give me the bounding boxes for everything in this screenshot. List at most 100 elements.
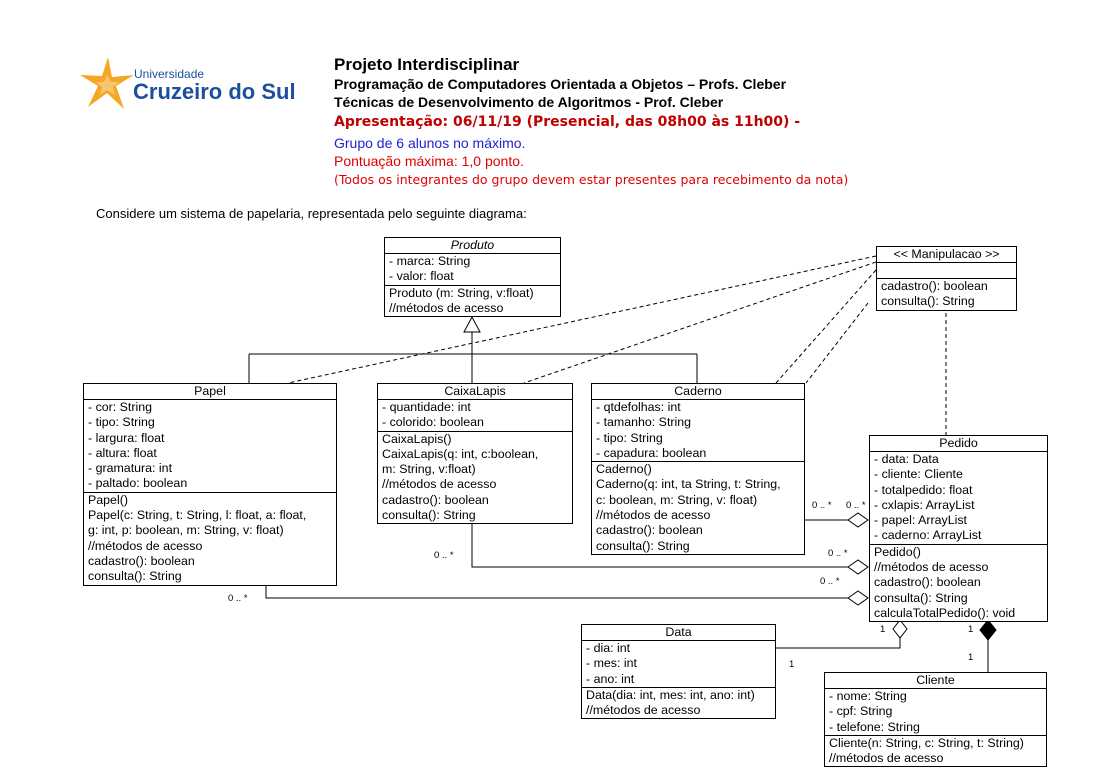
mult-caderno-right: 0 .. * [846,500,866,511]
methods: Caderno() Caderno(q: int, ta String, t: … [592,461,804,554]
attribute: - quantidade: int [382,400,471,414]
attributes [877,263,1016,278]
methods: Cliente(n: String, c: String, t: String)… [825,734,1046,767]
aggregation-diamond-data [892,619,908,639]
method: Caderno(q: int, ta String, t: String, [596,477,781,492]
method: //métodos de acesso [829,751,944,766]
mult-papel-right: 0 .. * [820,576,840,587]
aggregation-diamond-caderno [847,512,869,528]
attribute: - cor: String [88,400,153,414]
method: cadastro(): boolean [382,492,489,507]
mult-caixa-right: 0 .. * [828,548,848,559]
class-name: CaixaLapis [378,384,572,400]
method: consulta(): String [881,294,975,309]
method: m: String, v:float) [382,462,476,477]
attribute: - cliente: Cliente [874,467,963,482]
method: Pedido() [874,544,921,559]
attribute: - altura: float [88,445,157,460]
mult-data-side: 1 [789,659,795,670]
note-line: (Todos os integrantes do grupo devem est… [334,172,849,187]
inheritance-arrow [463,315,481,333]
class-caixalapis: CaixaLapis - quantidade: int - colorido:… [377,383,573,525]
method: CaixaLapis(q: int, c:boolean, [382,446,539,461]
logo-line1: Universidade [134,67,205,81]
method: //métodos de acesso [586,703,701,718]
composition-diamond-cliente [979,619,997,641]
class-produto: Produto - marca: String - valor: float P… [384,237,561,318]
method: //métodos de acesso [389,300,504,315]
aggregation-diamond-caixalapis [847,559,869,575]
attribute: - caderno: ArrayList [874,528,982,543]
attribute: - cpf: String [829,704,893,719]
methods: Produto (m: String, v:float) //métodos d… [385,284,560,317]
class-data: Data - dia: int - mes: int - ano: int Da… [581,624,776,720]
mult-caixa-left: 0 .. * [434,550,454,561]
presentation-line: Apresentação: 06/11/19 (Presencial, das … [334,114,801,130]
interface-manipulacao: << Manipulacao >> cadastro(): boolean co… [876,246,1017,311]
method: Papel() [88,492,128,507]
method: Data(dia: int, mes: int, ano: int) [586,687,755,702]
methods: cadastro(): boolean consulta(): String [877,278,1016,310]
method: consulta(): String [874,590,968,605]
attribute: - mes: int [586,656,637,671]
attribute: - totalpedido: float [874,482,973,497]
method: c: boolean, m: String, v: float) [596,492,758,507]
score-line: Pontuação máxima: 1,0 ponto. [334,153,524,169]
attributes: - qtdefolhas: int - tamanho: String - ti… [592,400,804,461]
class-name: Pedido [870,436,1047,452]
attribute: - nome: String [829,689,907,703]
mult-cliente-pedido: 1 [968,624,974,635]
attribute: - cxlapis: ArrayList [874,497,975,512]
university-logo: Universidade Cruzeiro do Sul [78,55,308,111]
attribute: - qtdefolhas: int [596,400,681,414]
mult-data-pedido: 1 [880,624,886,635]
method: Cliente(n: String, c: String, t: String) [829,735,1024,750]
method: Caderno() [596,462,652,477]
attributes: - data: Data - cliente: Cliente - totalp… [870,452,1047,544]
method: //métodos de acesso [874,560,989,575]
attribute: - largura: float [88,430,165,445]
attributes: - quantidade: int - colorido: boolean [378,400,572,431]
class-papel: Papel - cor: String - tipo: String - lar… [83,383,337,586]
attributes: - nome: String - cpf: String - telefone:… [825,689,1046,735]
methods: Pedido() //métodos de acesso cadastro():… [870,543,1047,621]
method: calculaTotalPedido(): void [874,605,1016,620]
method: cadastro(): boolean [596,523,703,538]
method: //métodos de acesso [596,508,711,523]
class-name: Data [582,625,775,641]
logo-line2: Cruzeiro do Sul [133,79,296,104]
method: cadastro(): boolean [874,575,981,590]
attribute: - data: Data [874,452,939,466]
intro-text: Considere um sistema de papelaria, repre… [96,206,527,221]
mult-cliente-side: 1 [968,652,974,663]
methods: Data(dia: int, mes: int, ano: int) //mét… [582,686,775,719]
attribute: - marca: String [389,254,471,268]
method: cadastro(): boolean [88,553,195,568]
attribute: - papel: ArrayList [874,513,967,528]
attribute: - tipo: String [596,430,663,445]
attribute: - capadura: boolean [596,445,707,460]
method: consulta(): String [88,569,182,584]
course-line2: Técnicas de Desenvolvimento de Algoritmo… [334,94,724,110]
method: Papel(c: String, t: String, l: float, a:… [88,508,307,523]
mult-caderno-left: 0 .. * [812,500,832,511]
project-title: Projeto Interdisciplinar [334,55,520,74]
method: consulta(): String [382,508,476,523]
attribute: - tamanho: String [596,415,692,430]
aggregation-diamond-papel [847,590,869,606]
class-name: Cliente [825,673,1046,689]
method: Produto (m: String, v:float) [389,285,534,300]
method: consulta(): String [596,538,690,553]
method: CaixaLapis() [382,431,452,446]
attribute: - tipo: String [88,415,155,430]
class-cliente: Cliente - nome: String - cpf: String - t… [824,672,1047,768]
attribute: - valor: float [389,269,454,284]
method: g: int, p: boolean, m: String, v: float) [88,523,284,538]
class-caderno: Caderno - qtdefolhas: int - tamanho: Str… [591,383,805,555]
method: //métodos de acesso [88,538,203,553]
class-name: Papel [84,384,336,400]
course-line1: Programação de Computadores Orientada a … [334,76,787,92]
attribute: - dia: int [586,641,631,655]
attributes: - cor: String - tipo: String - largura: … [84,400,336,492]
